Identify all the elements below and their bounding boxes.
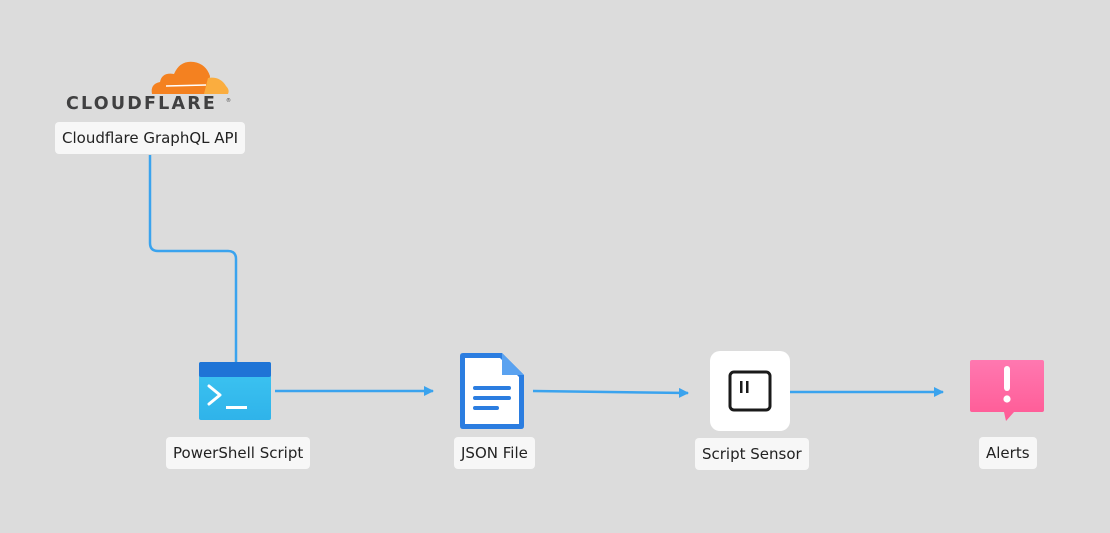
connector-json-to-sensor bbox=[532, 387, 689, 398]
node-label-alerts: Alerts bbox=[979, 437, 1037, 469]
sensor-icon bbox=[710, 351, 790, 431]
terminal-icon bbox=[199, 362, 271, 420]
node-label-sensor: Script Sensor bbox=[695, 438, 809, 470]
document-icon bbox=[460, 353, 524, 429]
cloudflare-logo-icon bbox=[151, 61, 229, 94]
alert-icon bbox=[970, 360, 1044, 421]
connector-cloudflare-to-powershell bbox=[148, 155, 238, 362]
cloudflare-wordmark: CLOUDFLARE bbox=[66, 94, 218, 114]
registered-mark: ® bbox=[226, 98, 231, 104]
node-label-json: JSON File bbox=[454, 437, 535, 469]
node-label-powershell: PowerShell Script bbox=[166, 437, 311, 469]
node-label-cloudflare: Cloudflare GraphQL API bbox=[55, 122, 245, 154]
